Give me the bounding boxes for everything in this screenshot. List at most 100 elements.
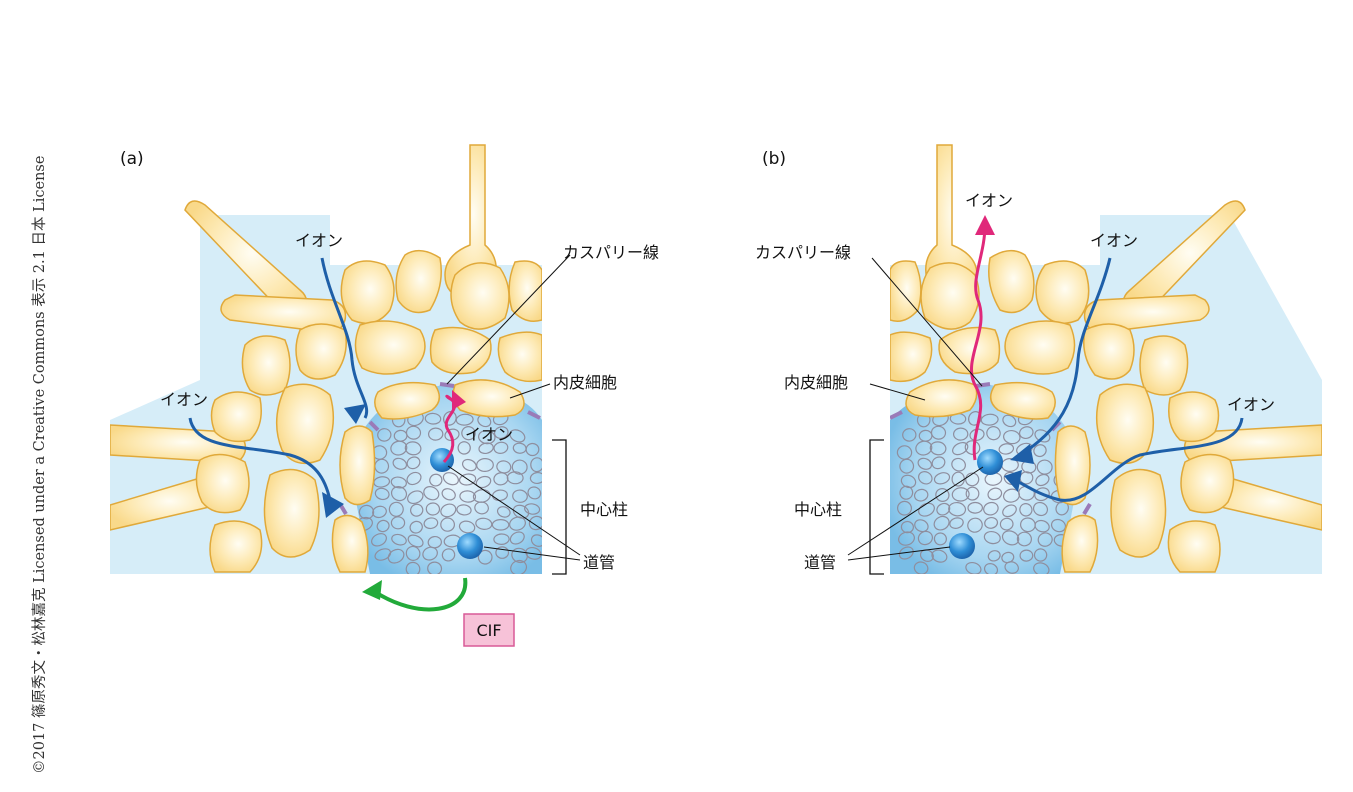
parenchyma-cell xyxy=(528,515,542,531)
parenchyma-cell xyxy=(987,487,1003,501)
parenchyma-cell xyxy=(440,517,455,532)
parenchyma-cell xyxy=(510,559,528,574)
parenchyma-cell xyxy=(474,501,489,515)
parenchyma-cell xyxy=(1032,501,1049,517)
casparian-strip xyxy=(890,410,903,420)
parenchyma-cell xyxy=(931,549,948,563)
parenchyma-cell xyxy=(902,428,917,442)
cortex-cell xyxy=(1004,320,1076,375)
parenchyma-cell xyxy=(1004,561,1019,574)
parenchyma-cell xyxy=(427,535,442,549)
parenchyma-cell xyxy=(999,517,1014,531)
parenchyma-cell xyxy=(900,474,917,489)
ion-path-blue xyxy=(1014,417,1244,502)
endodermis-cell xyxy=(905,379,978,418)
parenchyma-cell xyxy=(476,457,494,473)
ion-path-blue xyxy=(1019,257,1112,457)
parenchyma-cell xyxy=(898,546,914,560)
parenchyma-cell xyxy=(1003,429,1021,445)
parenchyma-cell xyxy=(913,488,929,502)
parenchyma-cell xyxy=(1002,414,1017,428)
cif-arrowhead xyxy=(362,580,382,600)
ion-label: イオン xyxy=(160,390,208,409)
parenchyma-cell xyxy=(440,503,457,518)
parenchyma-cell xyxy=(948,501,967,517)
ion-label: イオン xyxy=(465,425,513,444)
parenchyma-cell xyxy=(967,501,983,514)
arrowhead-pink xyxy=(975,215,995,235)
endodermis-cell xyxy=(331,514,369,573)
cortex-cell xyxy=(1083,323,1135,380)
parenchyma-cell xyxy=(1018,426,1034,440)
parenchyma-cell xyxy=(530,457,542,473)
cortex-cells xyxy=(195,249,542,573)
cortex-cell xyxy=(890,260,922,322)
parenchyma-cell xyxy=(914,519,929,533)
ion-label: イオン xyxy=(295,231,343,250)
parenchyma-cell xyxy=(371,533,387,547)
parenchyma-cell xyxy=(509,531,525,545)
parenchyma-cell xyxy=(392,457,408,470)
parenchyma-cell xyxy=(915,440,933,456)
cortex-cell xyxy=(241,335,291,396)
parenchyma-cell xyxy=(475,517,493,530)
parenchyma-cell xyxy=(983,501,999,516)
leader-line xyxy=(847,546,951,561)
cortex-cell xyxy=(920,262,980,330)
parenchyma-cell xyxy=(933,472,951,485)
parenchyma-cell xyxy=(1019,503,1033,517)
parenchyma-cell xyxy=(477,549,493,565)
parenchyma-cell xyxy=(1033,444,1047,458)
stele-bracket xyxy=(869,439,884,575)
parenchyma-cell xyxy=(998,443,1015,455)
cif-label: CIF xyxy=(476,621,501,640)
parenchyma-cell xyxy=(965,561,982,574)
parenchyma-cell xyxy=(442,472,459,486)
parenchyma-cell xyxy=(372,505,387,519)
parenchyma-cell xyxy=(405,561,421,574)
ion-path-pink xyxy=(442,394,456,464)
parenchyma-cell xyxy=(390,440,408,456)
cortex-cell xyxy=(429,326,492,375)
leader-lines xyxy=(446,254,581,561)
parenchyma-cell xyxy=(899,458,915,474)
parenchyma-cell xyxy=(461,426,476,441)
parenchyma-cell xyxy=(953,427,969,441)
parenchyma-cell xyxy=(405,425,422,440)
parenchyma-cell xyxy=(455,413,474,426)
cortex-cells xyxy=(890,249,1235,573)
parenchyma-cell xyxy=(1019,549,1034,562)
panel-b: (b) xyxy=(755,144,1322,575)
leader-line xyxy=(483,546,581,561)
parenchyma-cell xyxy=(511,459,528,475)
parenchyma-cell xyxy=(1033,562,1050,574)
parenchyma-cell xyxy=(478,442,494,455)
stele-bracket xyxy=(552,439,567,575)
endodermis-cells xyxy=(905,379,1099,573)
parenchyma-cell xyxy=(428,427,444,441)
parenchyma-cell xyxy=(984,516,999,529)
parenchyma-cell xyxy=(1002,504,1017,518)
parenchyma-cell xyxy=(968,411,982,426)
parenchyma-cell xyxy=(509,516,526,531)
endodermis-label: 内皮細胞 xyxy=(553,373,617,392)
ion-label: イオン xyxy=(1227,395,1275,414)
casparian-strip xyxy=(975,382,991,388)
vessel xyxy=(457,533,483,559)
vessel xyxy=(977,449,1003,475)
cortex-cell xyxy=(210,391,262,443)
ion-label: イオン xyxy=(1090,231,1138,250)
parenchyma-cell xyxy=(951,457,966,472)
parenchyma-cell xyxy=(424,412,442,425)
cortex-cell xyxy=(497,331,542,383)
parenchyma-cell xyxy=(525,546,542,560)
cortex-cell xyxy=(1095,383,1155,465)
arrowhead-blue xyxy=(1010,444,1034,464)
cortex-cell xyxy=(938,326,1001,375)
root-cross-section-a xyxy=(110,144,542,574)
parenchyma-cell xyxy=(456,504,472,516)
parenchyma-cell xyxy=(458,473,477,486)
parenchyma-cell xyxy=(422,546,438,561)
leader-line xyxy=(446,254,571,385)
